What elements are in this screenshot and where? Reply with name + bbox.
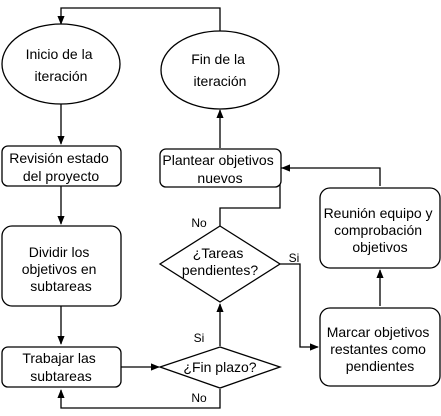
node-plantear-line-1: Plantear objetivos	[162, 152, 273, 168]
svg-text:Fin de la iteración: Fin de la iteración	[191, 51, 249, 89]
svg-text:Trabajar las subtareas: Trabajar las subtareas	[22, 350, 99, 384]
node-plantear-line-2: nuevos	[197, 170, 242, 186]
node-reunion-line-1: Reunión equipo y	[324, 205, 433, 221]
node-dividir-line-3: subtareas	[30, 278, 91, 294]
svg-text:Plantear objetivos nuevo: Plantear objetivos nuevos	[162, 152, 277, 186]
node-fin-iteracion: Fin de la iteración	[160, 30, 280, 110]
svg-text:¿Tareas pendientes?: ¿Tareas pendientes?	[182, 245, 259, 278]
svg-text:Revisión estado del proy: Revisión estado del proyecto	[9, 150, 113, 184]
node-revision-line-2: del proyecto	[23, 168, 99, 184]
node-tareas-line-2: pendientes?	[182, 262, 259, 278]
node-revision-line-1: Revisión estado	[9, 150, 109, 166]
node-reunion-line-3: objetivos	[352, 239, 407, 255]
svg-text:Marcar objetivos restant: Marcar objetivos restantes como pendient…	[327, 324, 434, 374]
edges	[57, 7, 384, 409]
node-finplazo-line-1: ¿Fin plazo?	[183, 359, 256, 375]
edge-tareas-si-to-marcar	[280, 263, 319, 351]
node-trabajar-subtareas: Trabajar las subtareas	[1, 346, 122, 388]
edge-fin-to-inicio	[57, 7, 221, 40]
node-dividir-objetivos: Dividir los objetivos en subtareas	[1, 225, 122, 307]
node-dividir-line-2: objetivos en	[22, 261, 97, 277]
node-fin-line-2: iteración	[194, 73, 247, 89]
node-reunion-equipo: Reunión equipo y comprobación objetivos	[319, 187, 441, 269]
edge-label-tareas-no: No	[191, 216, 207, 230]
node-revision-estado: Revisión estado del proyecto	[1, 145, 122, 187]
node-marcar-line-2: restantes como	[330, 341, 426, 357]
node-dividir-line-1: Dividir los	[29, 244, 90, 260]
node-inicio-line-2: iteración	[35, 68, 88, 84]
node-fin-plazo: ¿Fin plazo?	[157, 346, 283, 389]
edge-reunion-to-plantear	[281, 164, 381, 186]
node-inicio-line-1: Inicio de la	[26, 46, 93, 62]
svg-text:Inicio de la iteración: Inicio de la iteración	[26, 46, 97, 84]
svg-text:Dividir los objetivos en: Dividir los objetivos en subtareas	[22, 244, 101, 294]
node-plantear-objetivos: Plantear objetivos nuevos	[159, 148, 282, 188]
node-tareas-line-1: ¿Tareas	[193, 245, 244, 261]
edge-finplazo-no-to-trabajar	[57, 389, 221, 409]
node-marcar-objetivos: Marcar objetivos restantes como pendient…	[319, 307, 441, 387]
node-fin-line-1: Fin de la	[191, 51, 245, 67]
edge-label-plazo-no: No	[191, 391, 207, 405]
edge-label-tareas-si: Si	[289, 251, 300, 265]
node-trabajar-line-1: Trabajar las	[22, 350, 95, 366]
edge-labels: No Si Si No	[191, 216, 299, 405]
node-marcar-line-3: pendientes	[346, 358, 415, 374]
node-inicio-iteracion: Inicio de la iteración	[1, 23, 121, 105]
node-tareas-pendientes: ¿Tareas pendientes?	[158, 225, 282, 303]
svg-text:Reunión equipo y comprob: Reunión equipo y comprobación objetivos	[324, 205, 437, 255]
edge-label-plazo-si: Si	[194, 331, 205, 345]
svg-text:¿Fin plazo?: ¿Fin plazo?	[183, 359, 256, 375]
node-marcar-line-1: Marcar objetivos	[327, 324, 430, 340]
node-reunion-line-2: comprobación	[334, 222, 422, 238]
node-trabajar-line-2: subtareas	[30, 368, 91, 384]
